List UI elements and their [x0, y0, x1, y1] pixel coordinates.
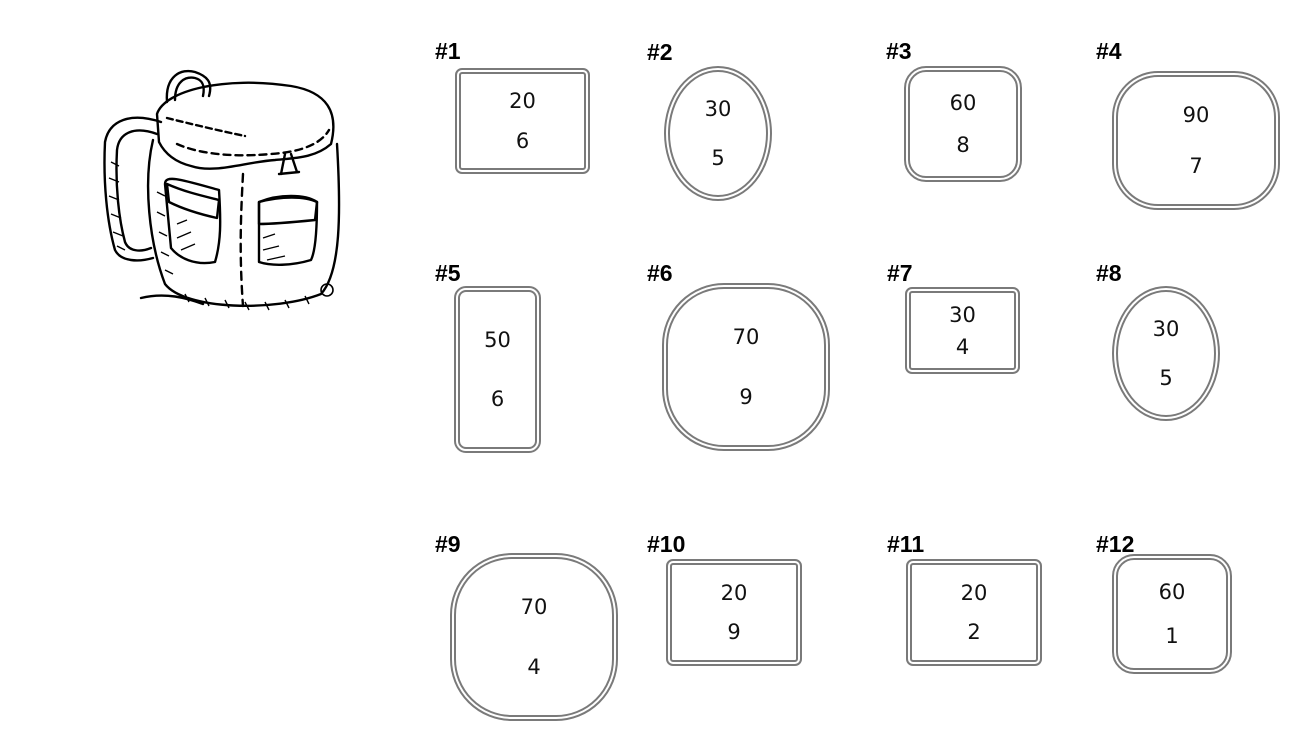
item-label: #3	[886, 38, 912, 64]
item-label: #4	[1096, 38, 1122, 64]
item-box: 70 4	[450, 553, 618, 721]
item-weight: 5	[711, 146, 725, 170]
item-value: 60	[949, 90, 977, 115]
item-value: 70	[732, 325, 760, 349]
item-weight: 1	[1165, 624, 1179, 648]
item-box: 30 5	[664, 66, 772, 201]
item-value: 30	[704, 97, 732, 121]
item-label: #8	[1096, 260, 1122, 286]
item-label: #1	[435, 38, 461, 64]
item-value: 90	[1182, 103, 1210, 128]
item-label: #7	[887, 260, 913, 286]
item-weight: 8	[956, 133, 970, 158]
item-label: #9	[435, 531, 461, 557]
item-box: 20 6	[455, 68, 590, 174]
item-weight: 9	[727, 620, 741, 645]
item-value: 50	[484, 327, 511, 352]
item-weight: 7	[1189, 153, 1203, 178]
item-label: #11	[887, 531, 925, 557]
item-box: 60 8	[904, 66, 1022, 182]
item-weight: 2	[967, 620, 981, 645]
item-value: 20	[509, 89, 536, 114]
item-value: 30	[1152, 317, 1180, 341]
item-box: 60 1	[1112, 554, 1232, 674]
item-label: #12	[1096, 531, 1135, 557]
item-value: 60	[1158, 580, 1186, 604]
backpack-icon	[103, 69, 341, 311]
item-weight: 9	[739, 385, 753, 409]
item-label: #2	[647, 39, 673, 65]
item-box: 20 9	[666, 559, 802, 666]
item-weight: 4	[527, 655, 541, 679]
item-box: 30 5	[1112, 286, 1220, 421]
item-weight: 6	[490, 387, 505, 412]
item-box: 50 6	[454, 286, 541, 453]
item-label: #10	[647, 531, 686, 557]
item-value: 30	[949, 302, 976, 327]
item-box: 90 7	[1112, 71, 1280, 210]
item-value: 20	[960, 580, 988, 605]
item-box: 30 4	[905, 287, 1020, 374]
item-label: #6	[647, 260, 673, 286]
item-label: #5	[435, 260, 461, 286]
item-weight: 5	[1159, 366, 1173, 390]
item-weight: 6	[515, 128, 530, 153]
item-value: 20	[720, 580, 748, 605]
item-box: 70 9	[662, 283, 830, 451]
item-value: 70	[520, 595, 548, 619]
item-box: 20 2	[906, 559, 1042, 666]
item-weight: 4	[955, 334, 970, 359]
